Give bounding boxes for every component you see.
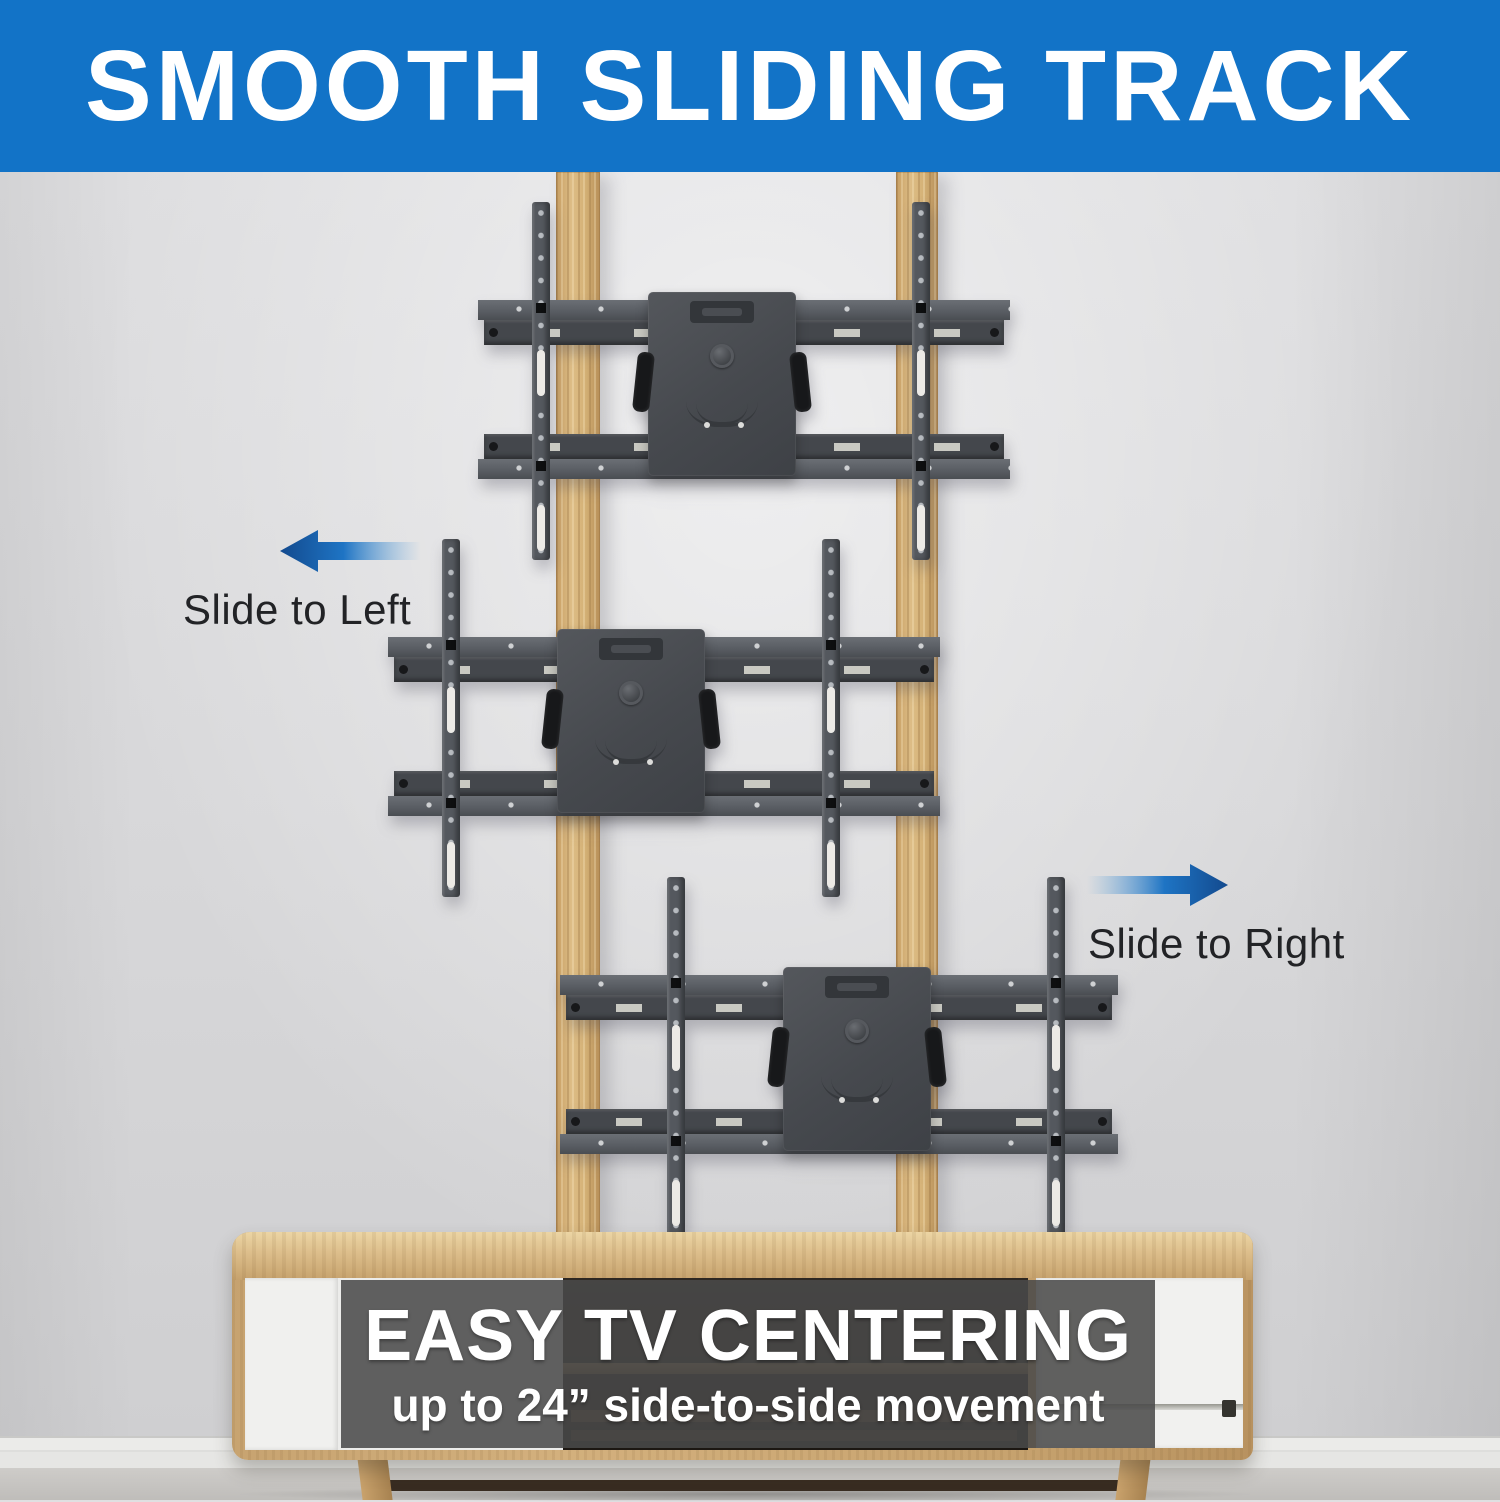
vesa-rail-left <box>442 539 460 897</box>
cabinet-white-door-left <box>245 1278 338 1450</box>
mount-position-centered <box>478 202 1010 560</box>
carriage-handle <box>599 638 663 660</box>
mount-position-slid-left <box>388 539 940 897</box>
cabinet-top-surface <box>232 1232 1253 1280</box>
carriage-holes <box>839 1097 845 1103</box>
cabinet-leg-left <box>357 1458 393 1500</box>
sliding-carriage <box>766 967 948 1151</box>
sliding-carriage <box>631 292 813 476</box>
side-grip-right <box>788 351 813 413</box>
slide-to-left-label: Slide to Left <box>183 586 412 633</box>
swivel-arc <box>686 376 758 427</box>
cabinet-leg-right <box>1115 1458 1151 1500</box>
side-grip-right <box>923 1026 948 1088</box>
arrow-left-icon <box>280 530 421 572</box>
cabinet-stretcher-bar <box>378 1480 1128 1491</box>
mount-position-slid-right <box>560 877 1118 1235</box>
swivel-pivot <box>710 344 734 368</box>
footer-subtitle: up to 24” side-to-side movement <box>391 1379 1105 1431</box>
carriage-handle <box>825 976 889 998</box>
header-banner: SMOOTH SLIDING TRACK <box>0 0 1500 172</box>
side-grip-right <box>697 688 722 750</box>
carriage-holes <box>613 759 619 765</box>
vesa-rail-right <box>1047 877 1065 1235</box>
sliding-carriage <box>540 629 722 813</box>
banner-title: SMOOTH SLIDING TRACK <box>85 29 1415 142</box>
carriage-holes <box>704 422 710 428</box>
vesa-rail-right <box>822 539 840 897</box>
vesa-rail-right <box>912 202 930 560</box>
slide-to-right-label: Slide to Right <box>1088 920 1345 967</box>
vesa-rail-left <box>532 202 550 560</box>
footer-title: EASY TV CENTERING <box>364 1296 1132 1376</box>
drawer-handle <box>1222 1400 1236 1417</box>
swivel-arc <box>595 713 667 764</box>
swivel-arc <box>821 1051 893 1102</box>
side-grip-left <box>766 1026 791 1088</box>
footer-caption-overlay: EASY TV CENTERING up to 24” side-to-side… <box>341 1280 1155 1448</box>
swivel-pivot <box>845 1019 869 1043</box>
side-grip-left <box>540 688 565 750</box>
swivel-pivot <box>619 681 643 705</box>
side-grip-left <box>631 351 656 413</box>
carriage-handle <box>690 301 754 323</box>
vesa-rail-left <box>667 877 685 1235</box>
arrow-right-icon <box>1087 864 1228 906</box>
